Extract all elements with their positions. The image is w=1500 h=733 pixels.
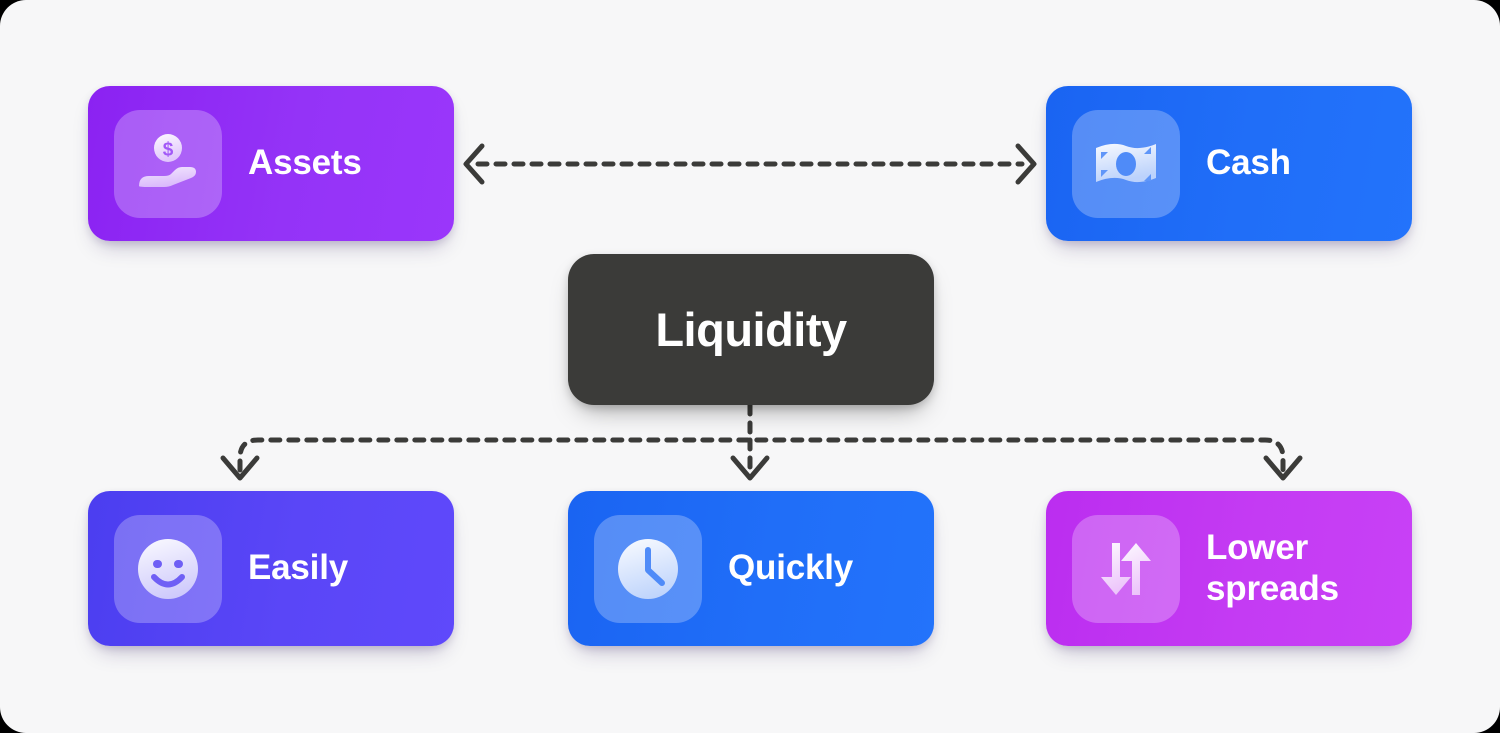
- connector-liquidity-easily: [220, 455, 260, 481]
- card-label-cash: Cash: [1206, 143, 1291, 183]
- connector-assets-cash: [463, 143, 1037, 185]
- icon-tile-easily: [114, 514, 222, 623]
- arrowhead-down: [1263, 455, 1303, 481]
- icon-tile-assets: $: [114, 109, 222, 218]
- icon-tile-lower-spreads: [1072, 514, 1180, 623]
- arrowhead-left: [463, 143, 485, 185]
- card-label-lower-spreads: Lower spreads: [1206, 527, 1339, 608]
- connector-line: [237, 437, 1286, 473]
- card-assets[interactable]: $ Assets: [88, 86, 454, 241]
- card-label-assets: Assets: [248, 143, 362, 183]
- arrowhead-down: [730, 455, 770, 481]
- node-liquidity[interactable]: Liquidity: [568, 254, 934, 405]
- clock-icon: [618, 538, 678, 599]
- connector-liquidity-lower-spreads: [1263, 455, 1303, 481]
- card-label-easily: Easily: [248, 548, 348, 588]
- card-quickly[interactable]: Quickly: [568, 491, 934, 646]
- icon-tile-cash: [1072, 109, 1180, 218]
- card-label-quickly: Quickly: [728, 548, 854, 588]
- node-label-liquidity: Liquidity: [655, 303, 847, 356]
- card-cash[interactable]: Cash: [1046, 86, 1412, 241]
- banknote-icon: [1096, 143, 1156, 182]
- card-lower-spreads[interactable]: Lower spreads: [1046, 491, 1412, 646]
- svg-text:$: $: [163, 139, 174, 160]
- hand-holding-dollar-icon: $: [139, 133, 196, 187]
- card-easily[interactable]: Easily: [88, 491, 454, 646]
- connector-liquidity-quickly: [730, 437, 770, 481]
- connector-branch-bus: [237, 437, 1286, 473]
- arrowhead-down: [220, 455, 260, 481]
- icon-tile-quickly: [594, 514, 702, 623]
- smiley-face-icon: [138, 538, 198, 599]
- arrows-up-down-icon: [1101, 542, 1151, 595]
- arrowhead-right: [1015, 143, 1037, 185]
